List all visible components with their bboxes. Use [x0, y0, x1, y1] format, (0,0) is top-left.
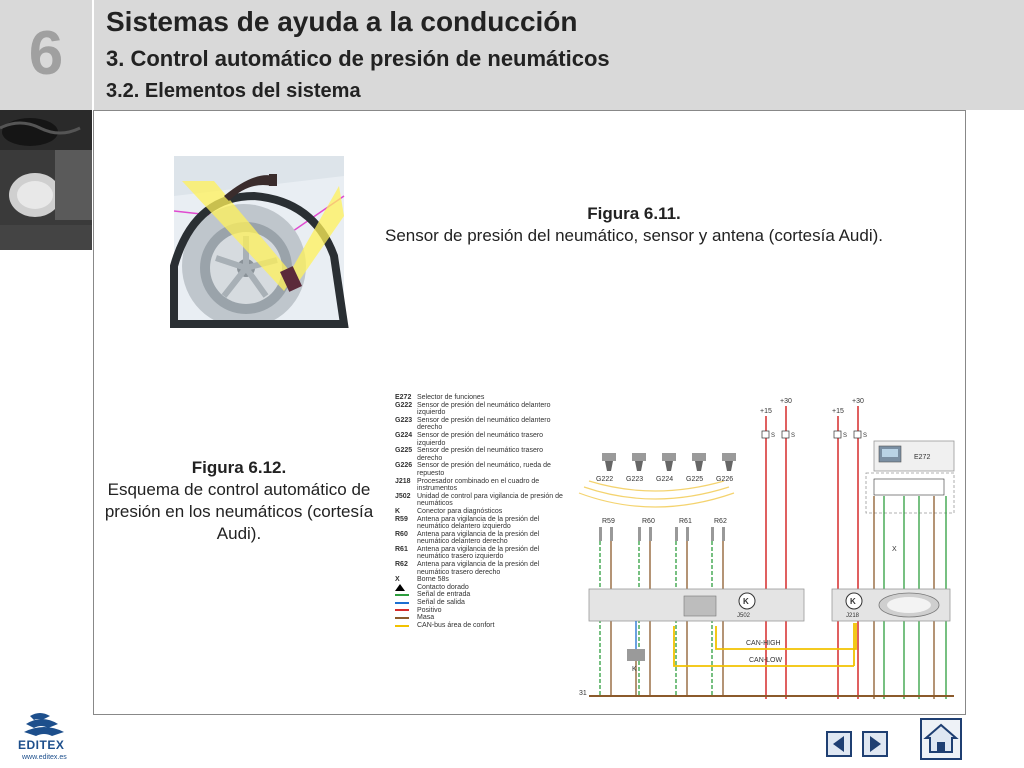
engine-photo: [0, 110, 92, 250]
home-button[interactable]: [920, 718, 962, 760]
figure-12-caption: Figura 6.12. Esquema de control automáti…: [99, 457, 379, 545]
x-terminal-label: X: [892, 546, 897, 553]
svg-text:K: K: [850, 597, 856, 606]
chapter-box: 6: [0, 0, 92, 110]
input-signal-line-icon: [395, 594, 409, 597]
plus30-label: +30: [852, 398, 864, 405]
legend-symbol-item: CAN-bus área de confort: [395, 622, 570, 630]
figure-12-text: Esquema de control automático de presión…: [104, 480, 374, 543]
svg-text:J502: J502: [737, 613, 751, 619]
tire-sensor-group: [602, 453, 736, 471]
tire-sensor-image: [170, 156, 349, 328]
sensor-label: G222: [596, 476, 613, 483]
can-bus-line-icon: [395, 624, 409, 627]
section-subtitle: 3. Control automático de presión de neum…: [106, 46, 610, 71]
sensor-label: G225: [686, 476, 703, 483]
figure-11-label: Figura 6.11.: [587, 204, 681, 223]
figure-11-caption: Figura 6.11. Sensor de presión del neumá…: [384, 203, 884, 247]
svg-text:S: S: [863, 433, 867, 439]
can-high-label: CAN-HIGH: [746, 640, 781, 647]
output-signal-line-icon: [395, 601, 409, 604]
function-selector-e272: E272: [865, 440, 955, 514]
antenna-label: R61: [679, 518, 692, 525]
antenna-coils: [599, 527, 725, 541]
diagnostic-connector: K: [627, 621, 645, 696]
antenna-label: R59: [602, 518, 615, 525]
header-band: Sistemas de ayuda a la conducción 3. Con…: [92, 0, 1024, 110]
plus15-label: +15: [832, 408, 844, 415]
plus30-label: +30: [780, 398, 792, 405]
svg-text:K: K: [743, 597, 749, 606]
svg-text:S: S: [843, 433, 847, 439]
chapter-number: 6: [28, 19, 64, 88]
figure-12-label: Figura 6.12.: [191, 458, 287, 477]
logo-url: www.editex.es: [22, 754, 67, 761]
sensor-label: G226: [716, 476, 733, 483]
next-slide-button[interactable]: [862, 731, 888, 757]
can-low-label: CAN-LOW: [749, 657, 782, 664]
svg-text:S: S: [791, 433, 795, 439]
positive-line-icon: [395, 609, 409, 612]
antenna-label: R60: [642, 518, 655, 525]
svg-text:E272: E272: [914, 454, 930, 461]
logo-text: EDITEX: [18, 738, 65, 752]
svg-text:K: K: [632, 666, 637, 673]
legend-symbol-item: Masa: [395, 614, 570, 622]
svg-text:S: S: [771, 433, 775, 439]
figure-11-text: Sensor de presión del neumático, sensor …: [384, 226, 883, 245]
contact-triangle-icon: [395, 584, 405, 592]
legend-symbol-item: Positivo: [395, 607, 570, 615]
antenna-label: R62: [714, 518, 727, 525]
previous-slide-button[interactable]: [826, 731, 852, 757]
legend-symbol-item: Señal de entrada: [395, 591, 570, 599]
triangle-left-icon: [833, 736, 844, 752]
sensor-signal-waves: [578, 480, 735, 508]
ground-line-icon: [395, 617, 409, 620]
legend-symbol-item: Señal de salida: [395, 599, 570, 607]
legend-symbol-item: Contacto dorado: [395, 584, 570, 592]
content-frame: Figura 6.11. Sensor de presión del neumá…: [93, 110, 966, 715]
plus15-label: +15: [760, 408, 772, 415]
home-icon: [923, 723, 959, 753]
sensor-label: G224: [656, 476, 673, 483]
triangle-right-icon: [870, 736, 881, 752]
subsection-subtitle: 3.2. Elementos del sistema: [106, 80, 361, 102]
control-unit-j502: K J502: [588, 588, 805, 622]
slide-title: Sistemas de ayuda a la conducción: [106, 6, 578, 37]
editex-logo: [24, 713, 64, 736]
sensor-label: G223: [626, 476, 643, 483]
combined-processor-j218: K J218: [831, 588, 951, 622]
svg-text:J218: J218: [846, 613, 860, 619]
wiring-diagram: G222 G223 G224 G225 G226 R59 R60 R61 R62: [578, 398, 955, 699]
ground-31-label: 31: [579, 690, 587, 697]
